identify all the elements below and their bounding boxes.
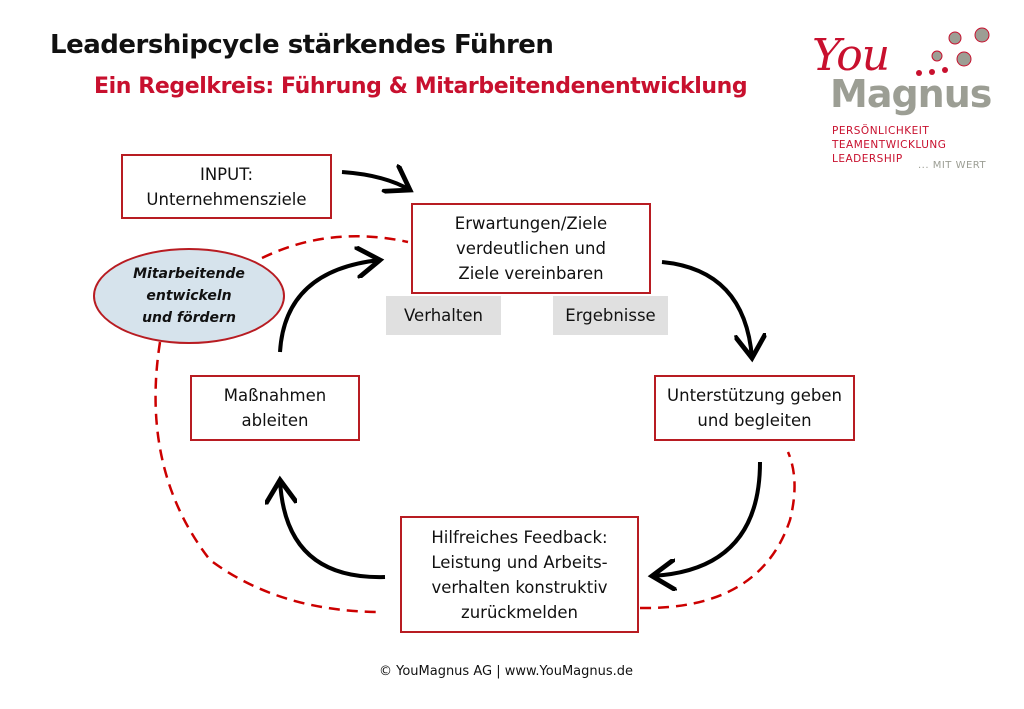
box-line: Leistung und Arbeits-: [431, 552, 608, 572]
develop-ellipse: Mitarbeitende entwickeln und fördern: [93, 248, 285, 344]
box-line: ableiten: [241, 411, 309, 430]
footer-copyright: © YouMagnus AG | www.YouMagnus.de: [378, 664, 634, 679]
box-line: Unterstützung geben: [667, 386, 842, 405]
logo-tagline: TEAMENTWICKLUNG: [832, 139, 947, 151]
box-line: Ziele vereinbaren: [458, 264, 604, 283]
box-line: und begleiten: [697, 411, 812, 430]
ellipse-line: und fördern: [142, 310, 236, 326]
dashed-development-loop: [154, 235, 796, 614]
logo-you: You: [812, 30, 890, 81]
arrow-feedback-to-measures: [280, 480, 386, 580]
page-title: Leadershipcycle stärkendes Führen: [50, 30, 554, 60]
measures-box: Maßnahmen ableiten: [190, 375, 360, 441]
goals-box: Erwartungen/Ziele verdeutlichen und Ziel…: [411, 203, 651, 294]
page-subtitle: Ein Regelkreis: Führung & Mitarbeitenden…: [94, 74, 748, 99]
logo-dots-icon: [916, 27, 990, 76]
box-line: verdeutlichen und: [456, 239, 606, 258]
logo-tagline: PERSÖNLICHKEIT: [832, 125, 930, 137]
box-line: verhalten konstruktiv: [431, 577, 608, 597]
box-line: INPUT:: [199, 164, 254, 184]
logo-magnus: Magnus: [830, 72, 992, 116]
ellipse-line: Mitarbeitende: [133, 266, 245, 282]
feedback-box: Hilfreiches Feedback: Leistung und Arbei…: [400, 516, 639, 633]
box-line: Erwartungen/Ziele: [454, 214, 608, 233]
logo-slogan: ... MIT WERT: [918, 160, 987, 171]
tag-behavior: Verhalten: [386, 296, 501, 335]
support-box: Unterstützung geben und begleiten: [654, 375, 855, 441]
tag-results: Ergebnisse: [553, 296, 668, 335]
logo-tagline: LEADERSHIP: [832, 153, 903, 165]
arrow-goals-to-support: [661, 260, 752, 358]
arrow-support-to-feedback: [652, 461, 762, 576]
box-line: Maßnahmen: [223, 386, 327, 405]
arrow-measures-to-goals: [278, 260, 380, 353]
box-line: zurückmelden: [461, 602, 578, 622]
input-box: INPUT: Unternehmensziele: [121, 154, 332, 219]
box-line: Unternehmensziele: [146, 189, 307, 209]
arrow-input-to-goals: [341, 172, 410, 190]
ellipse-line: entwickeln: [146, 288, 232, 304]
box-line: Hilfreiches Feedback:: [431, 527, 608, 547]
